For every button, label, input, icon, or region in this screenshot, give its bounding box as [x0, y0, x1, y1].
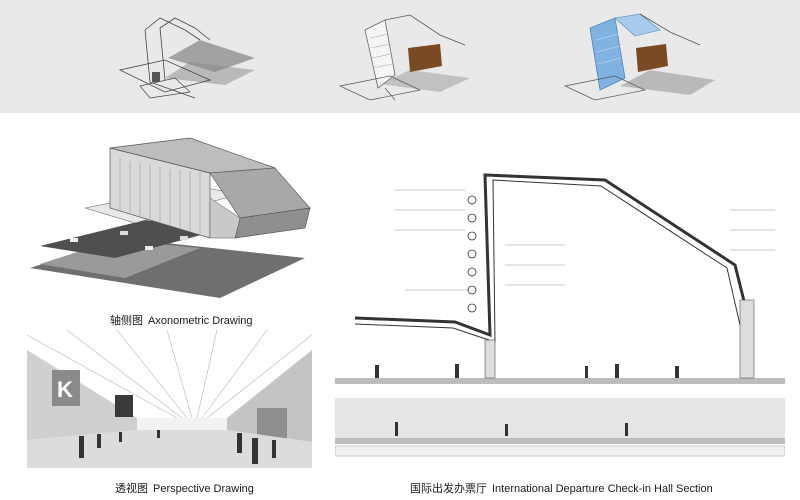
perspective-caption-zh: 透视图: [115, 482, 148, 495]
axonometric-caption-en: Axonometric Drawing: [148, 315, 253, 327]
section-drawing: [335, 173, 785, 457]
axonometric-caption: 轴侧图 Axonometric Drawing: [110, 312, 253, 328]
section-caption: 国际出发办票厅 International Departure Check-in …: [410, 480, 713, 496]
concept-diagram-with-panel: [338, 14, 470, 101]
perspective-drawing-panel: K: [27, 330, 312, 468]
perspective-drawing: K: [27, 330, 312, 468]
concept-banner: [0, 0, 800, 113]
section-drawing-panel: [335, 150, 785, 470]
axonometric-drawing: [30, 137, 311, 298]
axonometric-drawing-panel: [25, 128, 320, 308]
concept-diagram-wireframe: [118, 17, 255, 99]
perspective-caption: 透视图 Perspective Drawing: [115, 480, 254, 496]
checkin-zone-sign: K: [57, 377, 73, 402]
section-caption-en: International Departure Check-in Hall Se…: [492, 483, 713, 495]
concept-diagrams: [118, 13, 715, 101]
perspective-caption-en: Perspective Drawing: [153, 483, 254, 495]
section-caption-zh: 国际出发办票厅: [410, 482, 487, 495]
axonometric-caption-zh: 轴侧图: [110, 314, 143, 327]
concept-diagram-with-glass: [563, 13, 715, 101]
